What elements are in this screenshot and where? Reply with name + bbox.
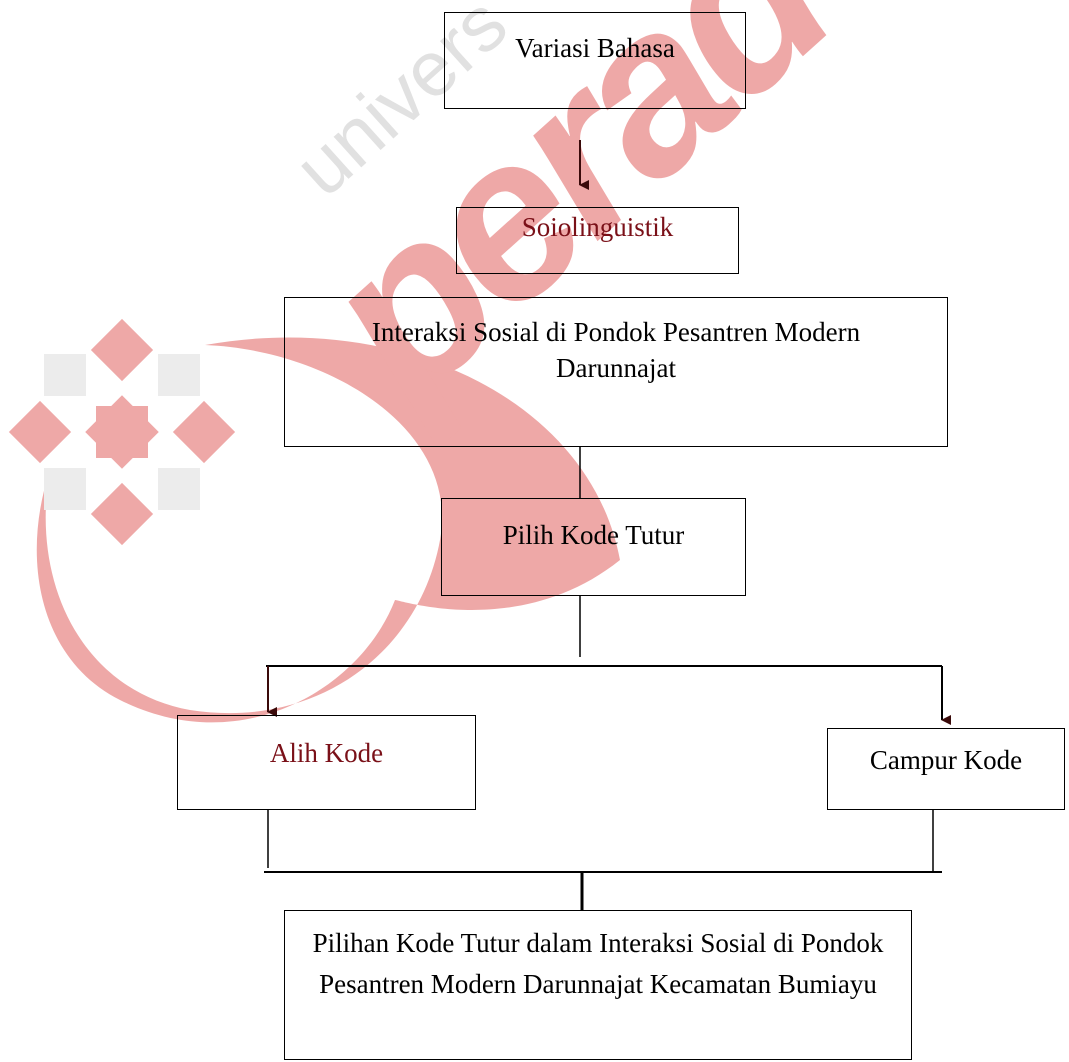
node-pilihan-kode-tutur-label: Pilihan Kode Tutur dalam Interaksi Sosia…: [312, 928, 884, 999]
node-pilih-kode-tutur-label: Pilih Kode Tutur: [502, 520, 685, 550]
node-variasi-bahasa-label: Variasi Bahasa: [515, 33, 675, 63]
node-variasi-bahasa-box: [444, 12, 746, 109]
node-alih-kode-box: [177, 715, 476, 810]
node-sosiolinguistik-label: Soiolinguistik: [521, 212, 674, 242]
node-interaksi-sosial-box: [284, 297, 948, 447]
watermark-star: [8, 318, 236, 546]
node-interaksi-sosial-label: Interaksi Sosial di Pondok Pesantren Mod…: [371, 317, 861, 383]
node-campur-kode-label: Campur Kode: [869, 745, 1023, 775]
watermark-crescent: [36, 337, 620, 723]
node-pilih-kode-tutur-box: [441, 498, 746, 596]
node-campur-kode-box: [827, 728, 1065, 810]
node-pilihan-kode-tutur-box: [284, 910, 912, 1060]
node-alih-kode-label: Alih Kode: [269, 738, 384, 768]
node-sosiolinguistik-box: [456, 207, 739, 274]
